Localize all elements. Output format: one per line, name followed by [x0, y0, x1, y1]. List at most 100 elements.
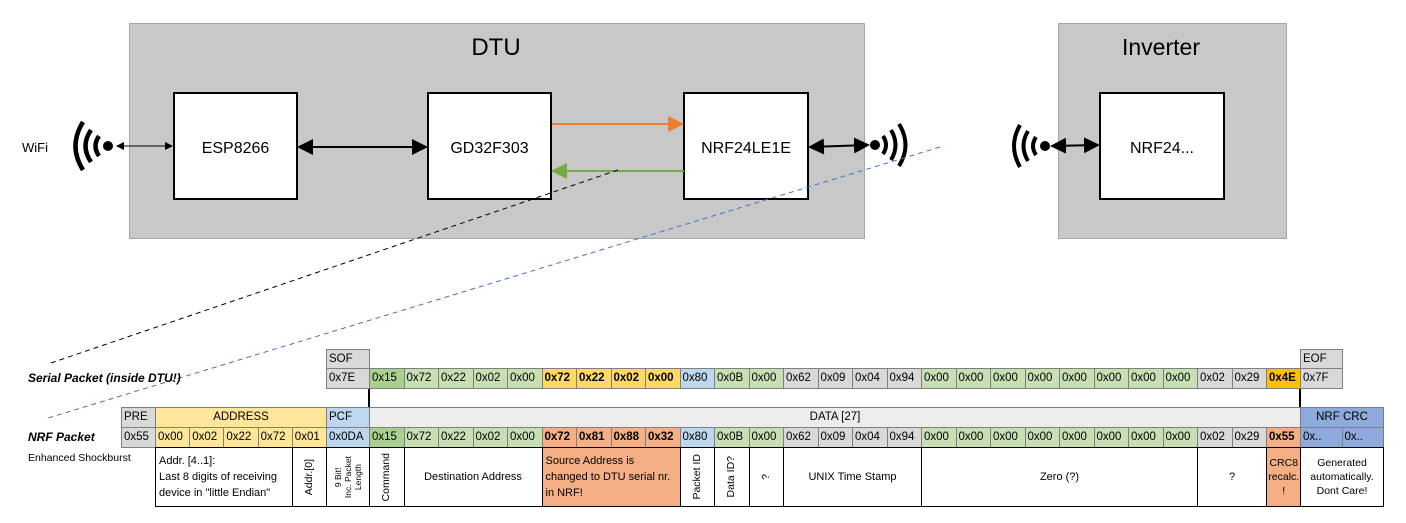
nrf-byte-cell: 0x00	[1059, 427, 1095, 448]
inverter-nrf-block	[1099, 92, 1225, 200]
serial-byte-cell: 0x00	[1024, 368, 1060, 389]
serial-byte-cell: 0x22	[438, 368, 474, 389]
desc-unknown1: ?	[748, 447, 784, 507]
desc-text: ?	[1228, 471, 1236, 483]
nrf-byte-cell: 0x04	[852, 427, 888, 448]
serial-zoom-line	[47, 169, 619, 365]
serial-byte-cell: 0x72	[403, 368, 439, 389]
nrf-byte-cell: 0x88	[610, 427, 646, 448]
desc-text: Addr.[0]	[303, 458, 315, 496]
nrf-packet-label: NRF Packet	[28, 430, 95, 444]
radio-signal-icon	[1012, 124, 1050, 168]
nrf-byte-cell: 0x00	[1093, 427, 1129, 448]
nrf24le1e-label: NRF24LE1E	[701, 140, 791, 157]
nrf-byte-cell: 0x00	[921, 427, 957, 448]
serial-byte-cell: 0x72	[541, 368, 577, 389]
nrf-byte-cell: 0x00	[1162, 427, 1198, 448]
desc-text: Packet ID	[690, 454, 703, 500]
serial-byte-cell: 0x04	[852, 368, 888, 389]
dtu-title: DTU	[471, 34, 520, 61]
desc-zero: Zero (?)	[921, 447, 1198, 507]
desc-text: 9 Bit! Inc. Packet Length	[333, 455, 363, 499]
desc-text: Command	[380, 452, 393, 502]
serial-byte-cell: 0x00	[990, 368, 1026, 389]
serial-byte-cell: 0x02	[610, 368, 646, 389]
nrf-byte-cell: 0x62	[783, 427, 819, 448]
pcf-header: PCF	[326, 407, 370, 428]
nrf-byte-cell: 0x22	[438, 427, 474, 448]
desc-text: Source Address is changed to DTU serial …	[545, 455, 671, 499]
address-header: ADDRESS	[155, 407, 327, 428]
serial-byte-cell: 0x29	[1231, 368, 1267, 389]
sof-byte: 0x7E	[326, 368, 370, 389]
serial-byte-cell: 0x02	[1197, 368, 1233, 389]
nrf-byte-cell: 0x81	[576, 427, 612, 448]
pre-byte: 0x55	[121, 427, 156, 448]
nrf-byte-cell: 0x00	[1024, 427, 1060, 448]
nrf-byte-cell: 0x00	[507, 427, 543, 448]
desc-text: Generated automatically. Dont Care!	[1310, 457, 1374, 497]
serial-byte-cell: 0x00	[1059, 368, 1095, 389]
serial-byte-cell: 0x00	[645, 368, 681, 389]
serial-byte-cell: 0x22	[576, 368, 612, 389]
desc-pcf: 9 Bit! Inc. Packet Length	[326, 447, 370, 507]
nrf-byte-cell: 0x72	[403, 427, 439, 448]
desc-text: Data ID?	[725, 456, 738, 498]
serial-byte-cell: 0x4E	[1266, 368, 1302, 389]
shockburst-label: Enhanced Shockburst	[28, 452, 131, 464]
wifi-signal-icon	[73, 120, 113, 172]
serial-byte-cell: 0x00	[1128, 368, 1164, 389]
data-header: DATA [27]	[369, 407, 1301, 428]
serial-byte-cell: 0x00	[1093, 368, 1129, 389]
gd32-label: GD32F303	[450, 140, 528, 157]
nrf24le1e-block	[683, 92, 809, 200]
inverter-nrf-label: NRF24...	[1130, 140, 1194, 157]
desc-text: Destination Address	[424, 471, 522, 483]
address-byte-cell: 0x01	[291, 427, 327, 448]
address-byte-cell: 0x02	[189, 427, 225, 448]
serial-byte-cell: 0x00	[1162, 368, 1198, 389]
nrf-crc-byte: 0x..	[1300, 427, 1343, 448]
esp8266-label: ESP8266	[202, 140, 270, 157]
desc-addr41: Addr. [4..1]: Last 8 digits of receiving…	[155, 447, 293, 507]
nrf-byte-cell: 0x29	[1231, 427, 1267, 448]
desc-text: UNIX Time Stamp	[808, 471, 897, 483]
sof-header: SOF	[326, 349, 370, 369]
serial-packet-label: Serial Packet (inside DTU!)	[28, 371, 181, 385]
desc-packet-id: Packet ID	[679, 447, 715, 507]
serial-byte-cell: 0x02	[472, 368, 508, 389]
nrf-byte-cell: 0x55	[1266, 427, 1302, 448]
desc-text: Zero (?)	[1039, 471, 1080, 483]
pre-header: PRE	[121, 407, 156, 428]
wifi-label: WiFi	[22, 140, 48, 155]
desc-data-id: Data ID?	[714, 447, 750, 507]
serial-byte-cell: 0x00	[507, 368, 543, 389]
serial-byte-cell: 0x00	[748, 368, 784, 389]
nrf-crc-byte: 0x..	[1341, 427, 1384, 448]
nrf-byte-cell: 0x02	[472, 427, 508, 448]
desc-addr0: Addr.[0]	[292, 447, 327, 507]
pcf-byte: 0x0DA	[326, 427, 370, 448]
nrf-byte-cell: 0x09	[817, 427, 853, 448]
nrf-radio-arrow	[808, 137, 870, 155]
serial-byte-cell: 0x00	[921, 368, 957, 389]
eof-header: EOF	[1300, 349, 1343, 369]
serial-byte-cell: 0x00	[955, 368, 991, 389]
serial-byte-cell: 0x94	[886, 368, 922, 389]
gd32-block	[427, 92, 552, 200]
nrf-byte-cell: 0x02	[1197, 427, 1233, 448]
desc-text: ?	[759, 474, 772, 480]
nrf-byte-cell: 0x72	[541, 427, 577, 448]
serial-byte-cell: 0x15	[369, 368, 405, 389]
desc-text: CRC8 recalc. !	[1268, 457, 1300, 497]
desc-destination: Destination Address	[403, 447, 543, 507]
nrf-byte-cell: 0x80	[679, 427, 715, 448]
desc-timestamp: UNIX Time Stamp	[783, 447, 922, 507]
desc-command: Command	[369, 447, 405, 507]
nrf-byte-cell: 0x00	[1128, 427, 1164, 448]
eof-byte: 0x7F	[1300, 368, 1343, 389]
inverter-radio-arrow	[1050, 137, 1100, 154]
nrf-byte-cell: 0x00	[990, 427, 1026, 448]
